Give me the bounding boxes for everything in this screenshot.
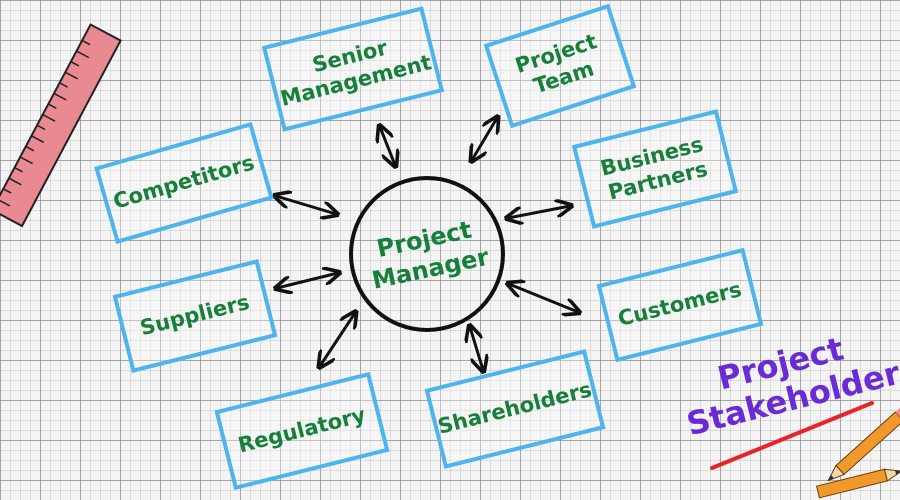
senior-management-label: Senior Management [277, 35, 434, 111]
ruler-icon [0, 23, 122, 228]
arrow-business-partners [508, 206, 570, 218]
project-manager-label: Project Manager [369, 215, 492, 295]
arrow-senior-management [380, 127, 395, 165]
arrow-competitors [276, 196, 336, 214]
regulatory-label: Regulatory [235, 403, 368, 458]
project-team-label: Project Team [512, 29, 600, 99]
project-manager-circle: Project Manager [349, 176, 505, 332]
competitors-label: Competitors [110, 150, 258, 215]
arrow-suppliers [277, 273, 338, 288]
arrow-customers [509, 284, 578, 312]
customers-label: Customers [615, 277, 745, 332]
arrow-project-team [472, 118, 497, 160]
arrow-shareholders [470, 327, 483, 370]
title-underline [710, 401, 874, 470]
suppliers-label: Suppliers [137, 290, 252, 341]
business-partners-label: Business Partners [598, 131, 711, 205]
arrow-regulatory [320, 313, 355, 366]
pencil-icon [815, 468, 900, 499]
shareholders-label: Shareholders [435, 377, 595, 440]
pencil-icon [827, 405, 900, 482]
